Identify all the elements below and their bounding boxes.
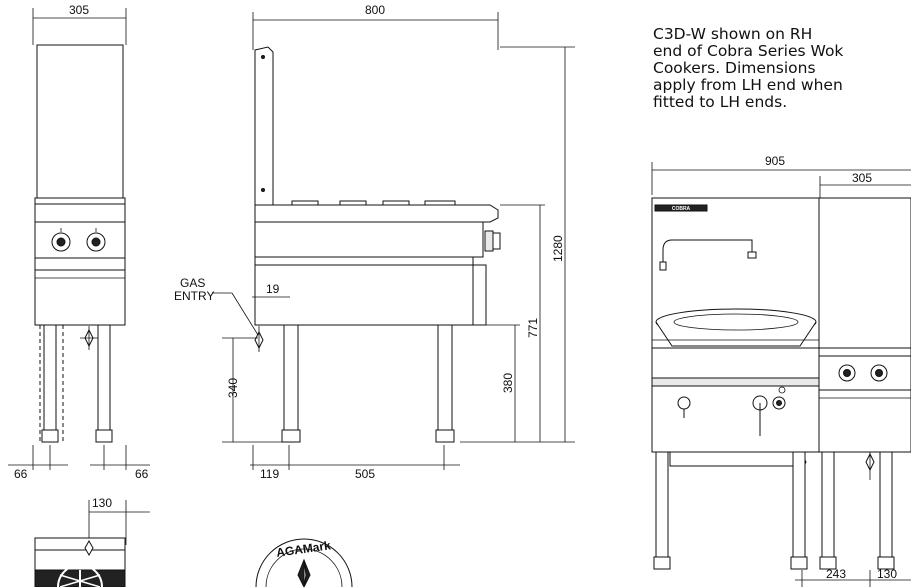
gas-entry-offset-label: 19 xyxy=(266,282,280,296)
front-view: 305 66 xyxy=(8,3,150,481)
side-depth-label: 800 xyxy=(365,3,385,17)
assembly-view: 905 305 COBRA xyxy=(651,154,911,587)
gas-entry-height-label: 340 xyxy=(226,378,240,398)
agamark-logo: AGAMark xyxy=(255,538,353,587)
note-line: end of Cobra Series Wok xyxy=(653,42,844,60)
side-leg-span-label: 505 xyxy=(355,467,375,481)
cobra-badge-text: COBRA xyxy=(672,206,691,212)
note-line: C3D-W shown on RH xyxy=(653,25,813,43)
note-line: Cookers. Dimensions xyxy=(653,59,816,77)
assembly-leg-a-label: 243 xyxy=(826,567,846,581)
note-line: fitted to LH ends. xyxy=(653,93,788,111)
assembly-unit-width-label: 305 xyxy=(852,171,872,185)
assembly-leg-b-label: 130 xyxy=(877,567,897,581)
gas-entry-label-line1: GAS xyxy=(180,276,205,290)
total-height-label: 1280 xyxy=(551,235,565,262)
gas-entry-label-line2: ENTRY xyxy=(174,289,214,303)
side-view: 800 GAS ENTRY 19 xyxy=(174,3,575,481)
agamark-text: AGAMark xyxy=(275,538,331,560)
plan-view: 130 xyxy=(34,496,150,587)
front-leg-right-label: 66 xyxy=(135,467,149,481)
plan-offset-label: 130 xyxy=(92,496,112,510)
note-line: apply from LH end when xyxy=(653,76,843,94)
front-width-label: 305 xyxy=(69,3,89,17)
work-height-label: 771 xyxy=(526,318,540,338)
leg-height-label: 380 xyxy=(501,373,515,393)
front-leg-left-label: 66 xyxy=(14,467,28,481)
assembly-width-label: 905 xyxy=(765,154,785,168)
side-leg-front-label: 119 xyxy=(260,467,279,481)
